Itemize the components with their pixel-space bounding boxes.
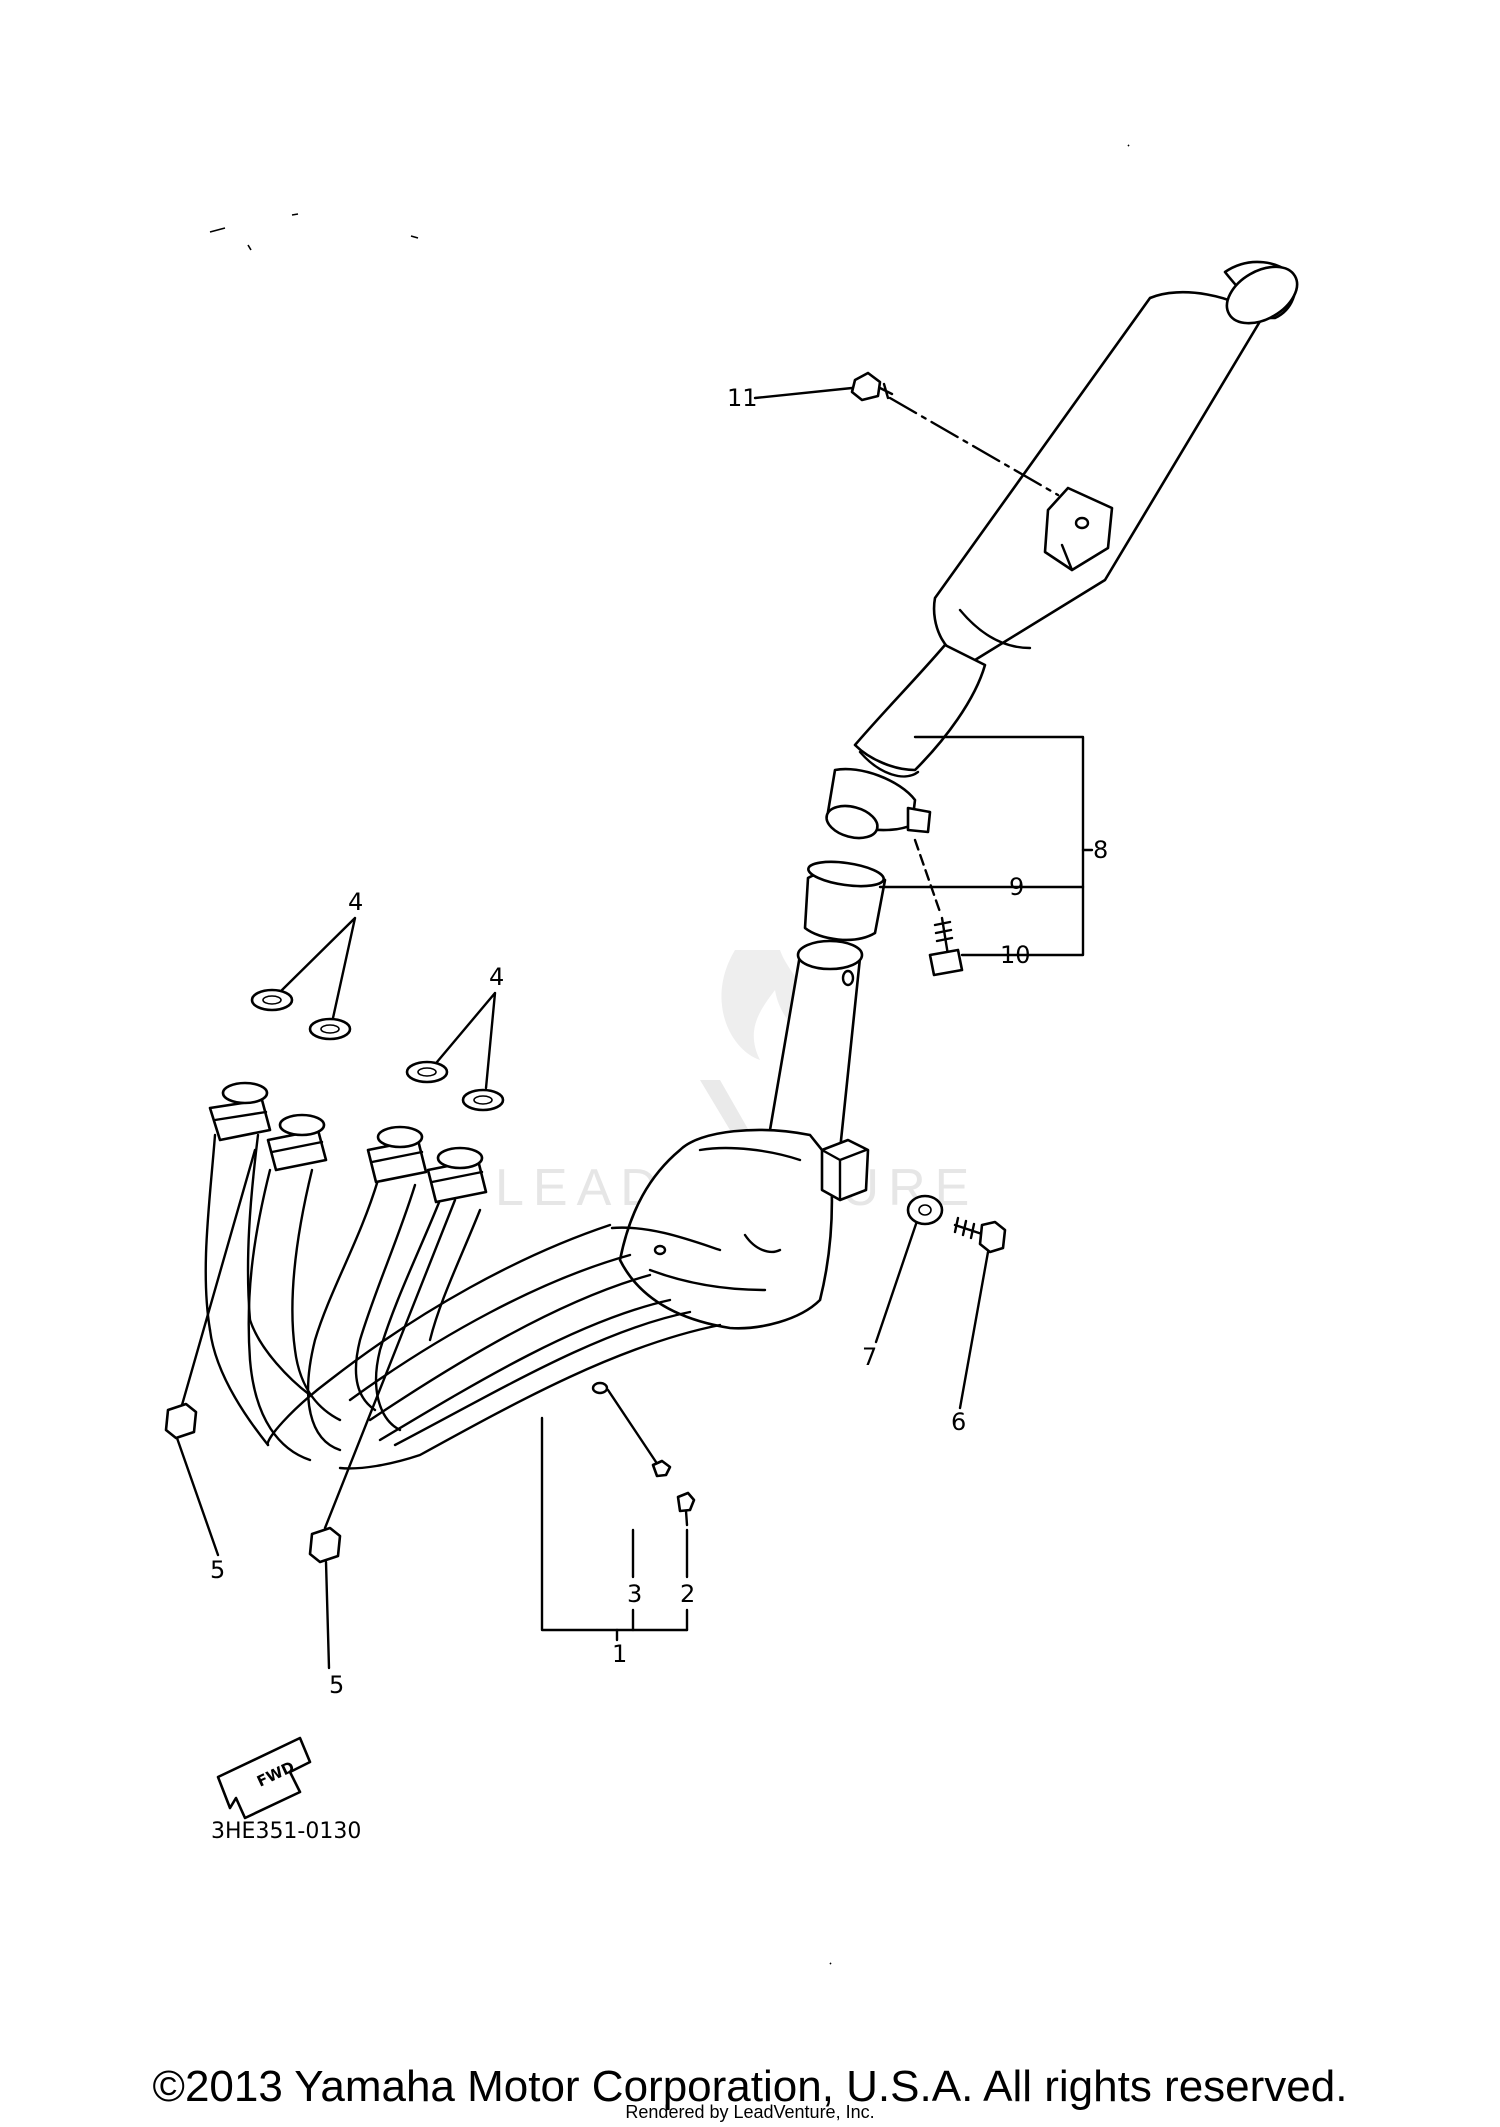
callout-10: 10 [1000, 941, 1031, 969]
callout-9: 9 [1009, 873, 1024, 901]
fwd-arrow-icon: FWD [216, 1736, 312, 1820]
gasket [803, 860, 887, 942]
callout-1: 1 [612, 1640, 627, 1668]
muffler-bolt [850, 371, 894, 402]
callout-4-left: 4 [348, 888, 363, 916]
mount-bolt-and-washer [906, 1194, 1007, 1254]
clamp-bolt [928, 916, 964, 977]
leader-lines [175, 386, 1094, 1670]
callout-4-right: 4 [489, 963, 504, 991]
callout-2: 2 [680, 1580, 695, 1608]
muffler [825, 260, 1299, 840]
callout-3: 3 [627, 1580, 642, 1608]
pipe-flanges [208, 1081, 488, 1204]
callout-5-left: 5 [210, 1556, 225, 1584]
scan-specks [209, 144, 1130, 1965]
exhaust-nuts [164, 1402, 342, 1564]
exhaust-pipe-assembly [204, 939, 870, 1470]
callout-8: 8 [1093, 836, 1108, 864]
callout-11: 11 [727, 384, 758, 412]
callout-5-bottom: 5 [329, 1671, 344, 1699]
small-bolt-and-washer [651, 1459, 696, 1527]
callout-labels: 11 8 9 10 4 4 5 5 7 6 3 2 1 [210, 384, 1108, 1699]
exhaust-gaskets [250, 988, 505, 1112]
callout-6: 6 [951, 1408, 966, 1436]
copyright-notice: ©2013 Yamaha Motor Corporation, U.S.A. A… [152, 2062, 1348, 2111]
callout-7: 7 [862, 1343, 877, 1371]
rendered-by-notice: Rendered by LeadVenture, Inc. [625, 2102, 875, 2122]
part-code: 3HE351-0130 [211, 1819, 361, 1844]
